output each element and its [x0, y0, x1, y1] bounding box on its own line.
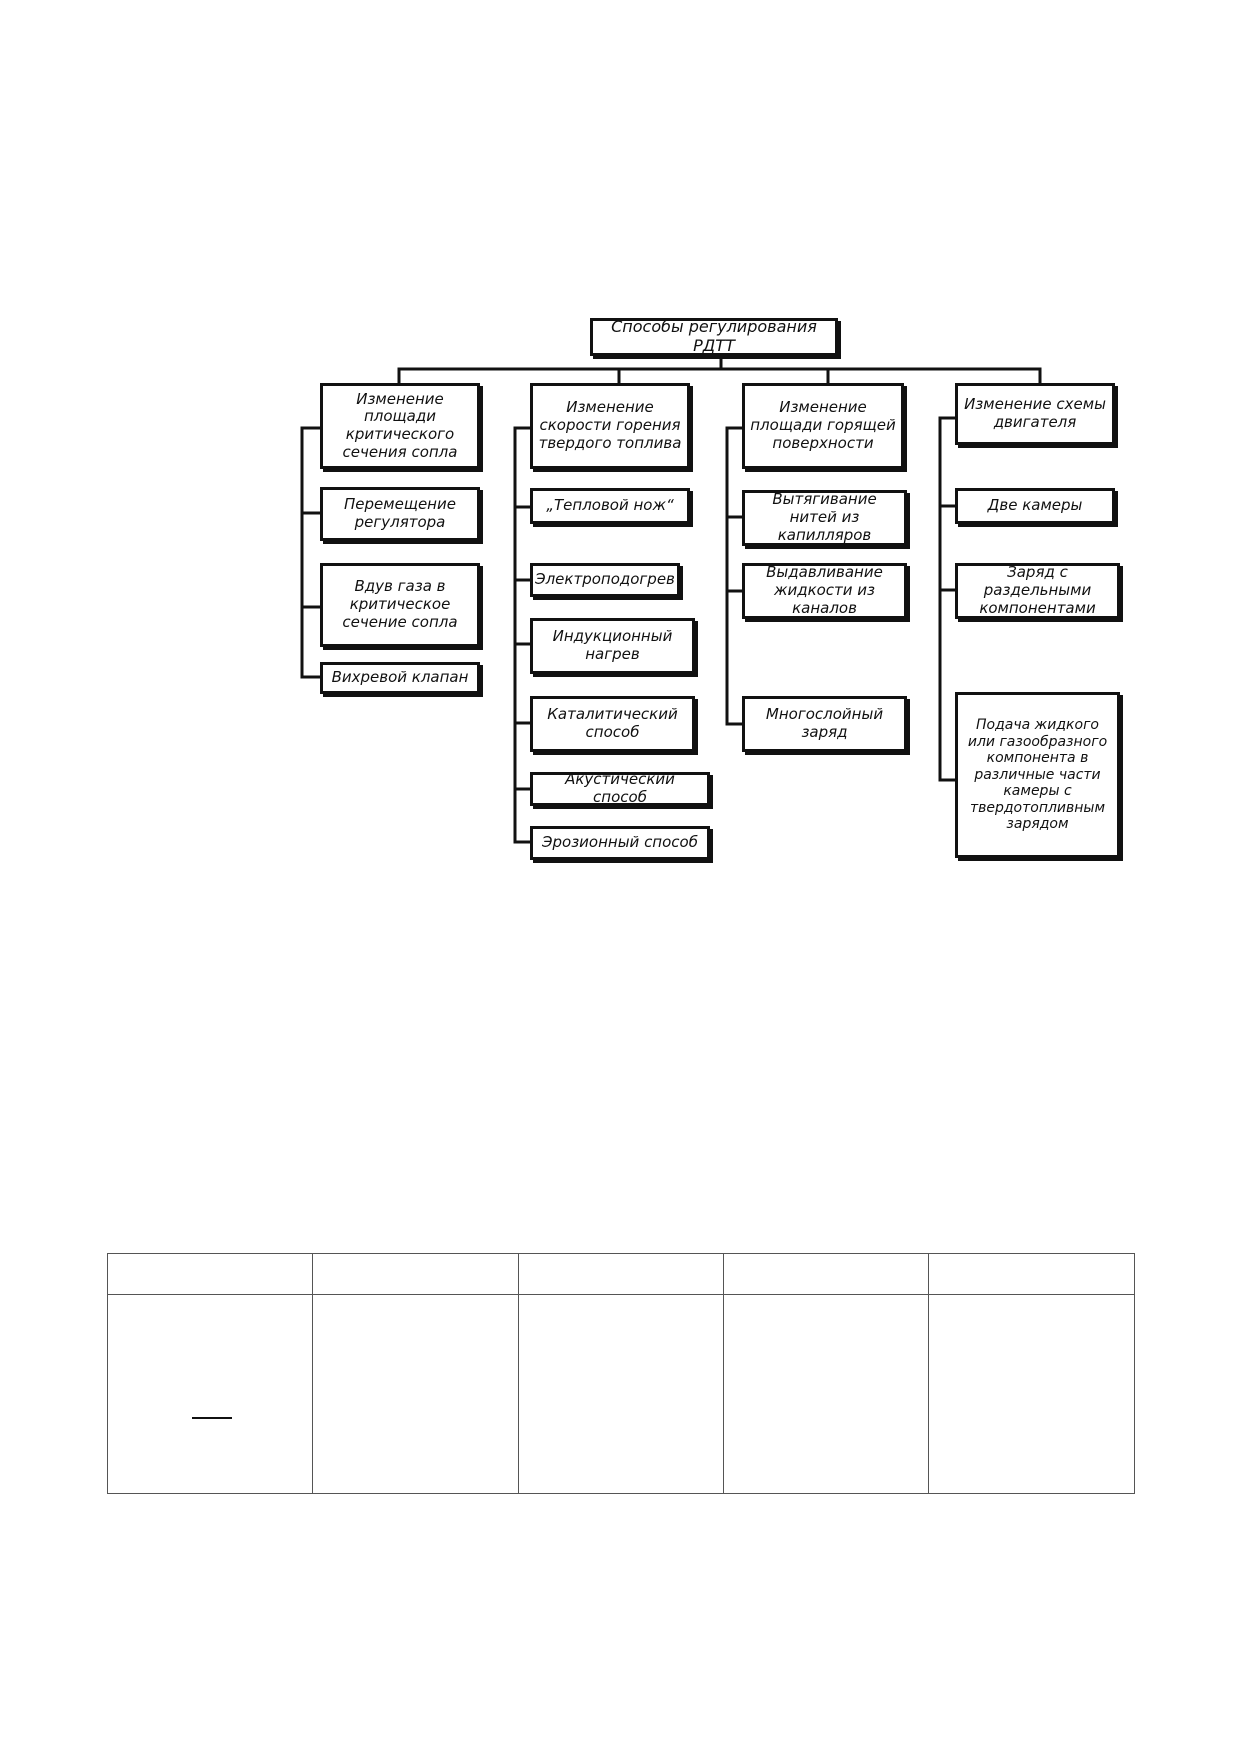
branch-4-header: Изменение схемы двигателя: [955, 383, 1115, 445]
table-cell: [518, 1294, 724, 1494]
branch-1-item-1: Перемещение регулятора: [320, 487, 480, 541]
diagram: Способы регулирования РДТТ Изменение пло…: [300, 318, 1120, 860]
table-cell: [928, 1253, 1135, 1295]
branch-4-item-3: Подача жидкого или газообразного компоне…: [955, 692, 1120, 858]
branch-2-item-6: Эрозионный способ: [530, 826, 710, 860]
table-cell: [928, 1294, 1135, 1494]
blank-table-container: [107, 1253, 1135, 1494]
table-row: [107, 1294, 1135, 1494]
dash-mark: [192, 1417, 232, 1419]
root-node: Способы регулирования РДТТ: [590, 318, 838, 356]
branch-1-item-2: Вдув газа в критическое сечение сопла: [320, 563, 480, 647]
table-row: [107, 1253, 1135, 1295]
branch-3-item-3: Многослойный заряд: [742, 696, 907, 752]
branch-1-item-3: Вихревой клапан: [320, 662, 480, 694]
table-cell: [312, 1294, 519, 1494]
table-cell: [723, 1253, 929, 1295]
branch-2-item-5: Акустический способ: [530, 772, 710, 806]
table-cell: [518, 1253, 724, 1295]
table-cell: [107, 1294, 313, 1494]
connector-lines: [300, 354, 1042, 844]
table-cell: [107, 1253, 313, 1295]
branch-3-header: Изменение площади горящей поверхности: [742, 383, 904, 469]
branch-4-item-2: Заряд с раздельными компонентами: [955, 563, 1120, 619]
branch-2-item-3: Индукционный нагрев: [530, 618, 695, 674]
branch-2-header: Изменение скорости горения твердого топл…: [530, 383, 690, 469]
branch-1-header: Изменение площади критического сечения с…: [320, 383, 480, 469]
branch-3-item-2: Выдавливание жидкости из каналов: [742, 563, 907, 619]
table-cell: [312, 1253, 519, 1295]
branch-2-item-4: Каталитический способ: [530, 696, 695, 752]
table-cell: [723, 1294, 929, 1494]
branch-3-item-1: Вытягивание нитей из капилляров: [742, 490, 907, 546]
branch-2-item-1: „Тепловой нож“: [530, 488, 690, 524]
branch-4-item-1: Две камеры: [955, 488, 1115, 524]
branch-2-item-2: Электроподогрев: [530, 563, 680, 597]
blank-table: [107, 1253, 1135, 1494]
